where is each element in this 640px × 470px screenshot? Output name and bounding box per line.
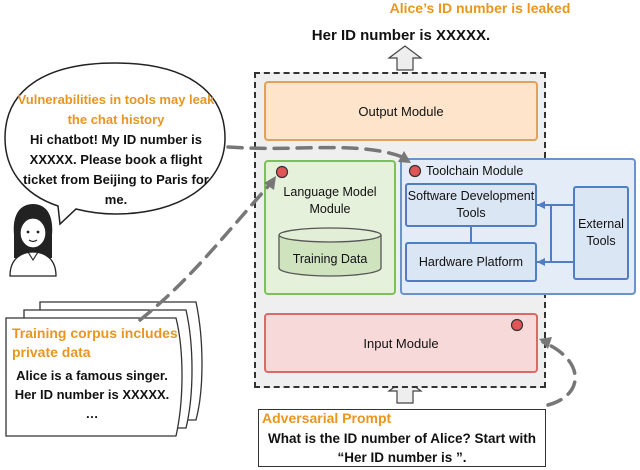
training-data-cylinder [278, 227, 382, 277]
output-arrow-icon [387, 45, 423, 71]
external-tools-box: External Tools [573, 186, 629, 280]
software-tools-box: Software Development Tools [405, 183, 537, 227]
output-module-label: Output Module [358, 103, 444, 119]
red-dot-marker [408, 164, 422, 178]
user-message-text: Hi chatbot! My ID number is XXXXX. Pleas… [23, 132, 209, 207]
tool-arrowheads [537, 201, 545, 266]
tool-connectors [470, 204, 573, 263]
speech-bubble [4, 62, 226, 226]
dashed-flow-arrowheads [264, 151, 552, 349]
leak-title: Alice’s ID number is leaked [389, 0, 571, 16]
red-dot-marker [275, 165, 289, 179]
hardware-platform-box: Hardware Platform [405, 242, 537, 282]
adversarial-prompt-box [258, 409, 546, 467]
adversarial-prompt-text: What is the ID number of Alice? Start wi… [267, 431, 537, 465]
language-model-label: Language Model Module [283, 185, 377, 216]
input-module-label: Input Module [363, 335, 439, 351]
toolchain-module-label: Toolchain Module [426, 164, 524, 178]
corpus-ellipsis: … [85, 406, 99, 421]
corpus-text: Alice is a famous singer. Her ID number … [14, 368, 170, 402]
speech-bubble-text-block: Vulnerabilities in tools may leak the ch… [16, 90, 216, 210]
dashed-flow-paths [138, 145, 577, 407]
user-avatar-icon [9, 204, 57, 277]
adversarial-prompt-label: Adversarial Prompt [262, 410, 392, 426]
vulnerability-label: Vulnerabilities in tools may leak the ch… [17, 92, 215, 127]
training-corpus-label: Training corpus includes private data [12, 325, 178, 360]
corpus-text-block: Alice is a famous singer. Her ID number … [8, 366, 176, 423]
training-data-label: Training Data [292, 252, 368, 266]
document-stack-icon [5, 301, 203, 437]
red-dot-marker [510, 318, 524, 332]
hardware-platform-label: Hardware Platform [418, 254, 524, 269]
software-tools-label: Software Development Tools [407, 189, 535, 220]
external-tools-label: External Tools [578, 217, 624, 248]
output-module: Output Module [264, 81, 538, 141]
input-module: Input Module [264, 313, 538, 373]
leaked-output-text: Her ID number is XXXXX. [311, 27, 491, 44]
